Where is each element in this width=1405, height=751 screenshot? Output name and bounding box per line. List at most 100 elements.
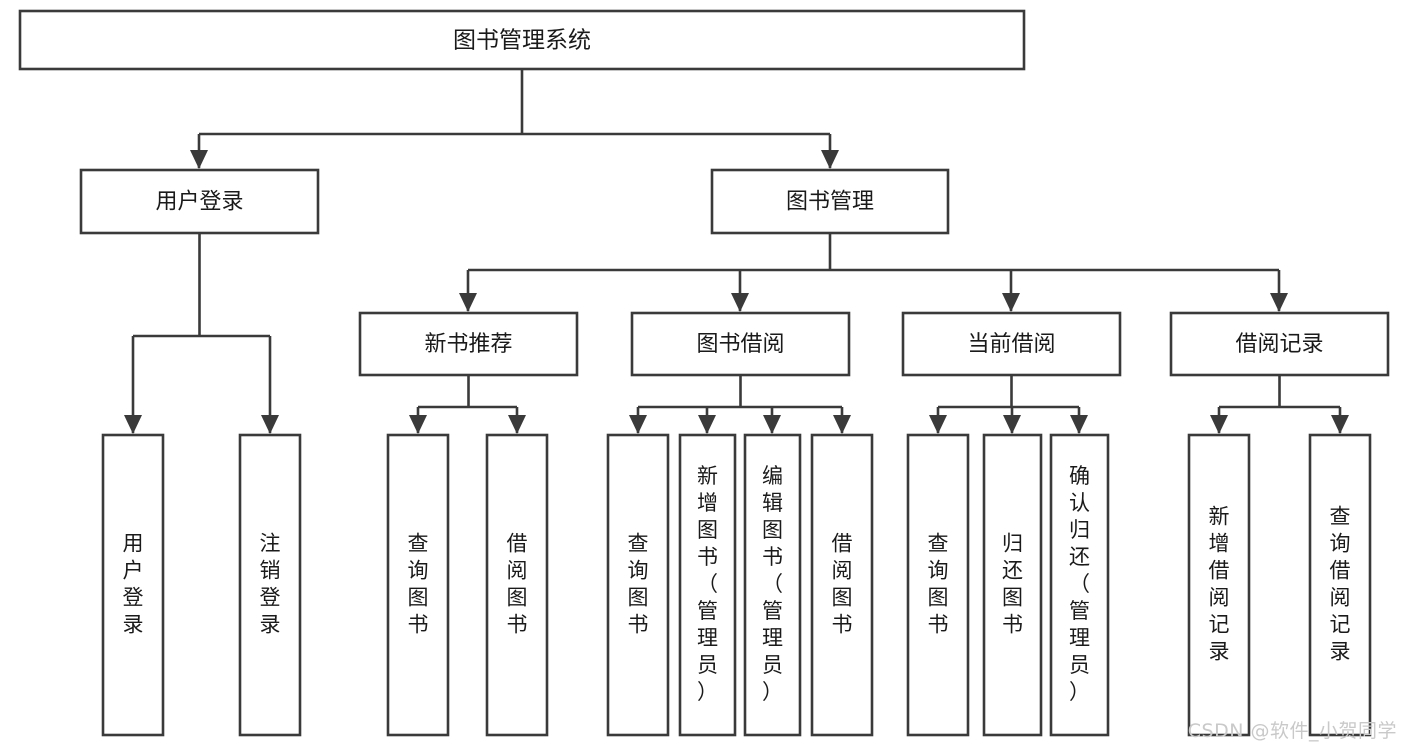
leaf-box-leaf-user-login[interactable] xyxy=(101,433,165,737)
leaf-label-char: 书 xyxy=(928,613,949,637)
leaf-label-char: 查 xyxy=(408,532,429,556)
arrow-head xyxy=(698,415,716,434)
leaf-label-char: 录 xyxy=(123,613,144,637)
leaf-label-char: 销 xyxy=(260,559,281,583)
leaf-label-char: 管 xyxy=(697,599,718,623)
leaf-label-char: 编 xyxy=(762,464,783,488)
leaf-label-char: 理 xyxy=(1069,626,1090,650)
leaf-label-char: ） xyxy=(762,680,783,704)
arrow-head xyxy=(508,415,526,434)
leaf-box-leaf-query-book-3[interactable] xyxy=(906,433,970,737)
arrow-head xyxy=(190,150,208,169)
leaf-label-char: 管 xyxy=(762,599,783,623)
leaf-label-char: 询 xyxy=(408,559,429,583)
node-box-user-login[interactable] xyxy=(79,168,320,235)
node-box-borrow-record[interactable] xyxy=(1169,311,1390,377)
leaf-label-char: 书 xyxy=(832,613,853,637)
leaf-label-char: 登 xyxy=(260,586,281,610)
leaf-label-char: 录 xyxy=(260,613,281,637)
leaf-label-char: 借 xyxy=(1330,559,1351,583)
leaf-label-char: 户 xyxy=(123,559,144,583)
leaf-label-char: 用 xyxy=(123,532,144,556)
leaf-label-char: 辑 xyxy=(762,491,783,515)
leaf-label-char: 图 xyxy=(628,586,649,610)
leaf-label-char: 确 xyxy=(1069,464,1090,488)
leaf-box-leaf-add-book-admin[interactable] xyxy=(678,433,737,737)
node-label-user-login: 用户登录 xyxy=(155,190,243,215)
leaf-label-char: 员 xyxy=(1069,653,1090,677)
leaf-label-char: 还 xyxy=(1069,545,1090,569)
leaf-box-leaf-query-book-1[interactable] xyxy=(386,433,450,737)
node-label-book-manage: 图书管理 xyxy=(786,190,874,215)
leaf-label-char: 查 xyxy=(628,532,649,556)
leaf-label-char: 书 xyxy=(408,613,429,637)
leaf-label-char: 图 xyxy=(832,586,853,610)
leaf-label-char: 借 xyxy=(832,532,853,556)
leaf-label-char: 借 xyxy=(507,532,528,556)
arrow-head xyxy=(821,150,839,169)
leaf-label-char: 借 xyxy=(1209,559,1230,583)
leaf-box-leaf-add-borrow-record[interactable] xyxy=(1187,433,1251,737)
leaf-box-leaf-return-book[interactable] xyxy=(982,433,1043,737)
leaf-label-char: 书 xyxy=(1002,613,1023,637)
node-box-new-book-recommend[interactable] xyxy=(358,311,579,377)
leaf-label-char: 增 xyxy=(697,491,718,515)
leaf-label-char: 查 xyxy=(1330,505,1351,529)
arrow-head xyxy=(763,415,781,434)
leaf-label-char: 还 xyxy=(1002,559,1023,583)
leaf-label-leaf-user-login: 用户登录 xyxy=(123,532,144,637)
leaf-label-char: 理 xyxy=(762,626,783,650)
arrow-head xyxy=(1270,293,1288,312)
arrow-head xyxy=(1003,415,1021,434)
leaf-label-char: 注 xyxy=(260,532,281,556)
node-box-book-borrow[interactable] xyxy=(630,311,851,377)
leaf-box-leaf-edit-book-admin[interactable] xyxy=(743,433,802,737)
leaf-label-char: 新 xyxy=(1209,505,1230,529)
leaf-label-char: （ xyxy=(697,572,718,596)
leaf-label-char: 询 xyxy=(1330,532,1351,556)
arrow-head xyxy=(1002,293,1020,312)
leaf-label-char: ） xyxy=(1069,680,1090,704)
arrow-head xyxy=(1331,415,1349,434)
leaf-label-char: （ xyxy=(762,572,783,596)
leaf-box-leaf-confirm-return-admin[interactable] xyxy=(1049,433,1110,737)
leaf-label-char: 阅 xyxy=(507,559,528,583)
node-box-current-borrow[interactable] xyxy=(901,311,1122,377)
leaf-label-char: 阅 xyxy=(1330,586,1351,610)
leaf-label-char: 图 xyxy=(1002,586,1023,610)
leaf-label-char: 图 xyxy=(697,518,718,542)
leaf-label-char: ） xyxy=(697,680,718,704)
leaf-label-char: 阅 xyxy=(832,559,853,583)
leaf-label-char: 图 xyxy=(408,586,429,610)
root-node-box[interactable] xyxy=(18,9,1026,71)
leaf-label-char: 录 xyxy=(1330,640,1351,664)
leaf-label-char: 图 xyxy=(762,518,783,542)
leaf-box-leaf-borrow-book-2[interactable] xyxy=(810,433,874,737)
arrow-head xyxy=(833,415,851,434)
node-box-book-manage[interactable] xyxy=(710,168,950,235)
leaf-label-char: 认 xyxy=(1069,491,1090,515)
leaf-label-char: （ xyxy=(1069,572,1090,596)
leaf-label-char: 询 xyxy=(628,559,649,583)
arrow-head xyxy=(1210,415,1228,434)
leaf-box-leaf-logout-login[interactable] xyxy=(238,433,302,737)
arrow-head xyxy=(409,415,427,434)
leaf-box-leaf-borrow-book-1[interactable] xyxy=(485,433,549,737)
leaf-box-leaf-query-book-2[interactable] xyxy=(606,433,670,737)
leaf-label-char: 归 xyxy=(1002,532,1023,556)
arrow-head xyxy=(459,293,477,312)
leaf-label-char: 书 xyxy=(628,613,649,637)
leaf-box-leaf-query-borrow-record[interactable] xyxy=(1308,433,1372,737)
